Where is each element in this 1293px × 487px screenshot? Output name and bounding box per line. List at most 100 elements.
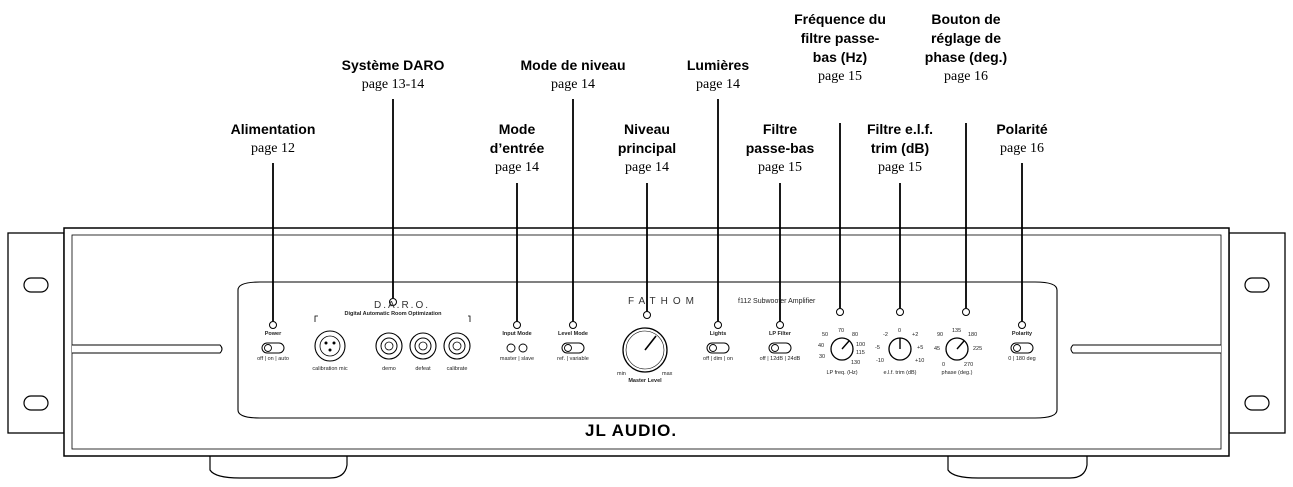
phase-tick: 180 [968, 332, 978, 338]
lp-freq-tick: 100 [856, 342, 866, 348]
phase-knob [945, 337, 969, 361]
elf-trim-tick: +10 [915, 358, 925, 364]
callout-title-line2: réglage de [930, 30, 1002, 46]
callout-master-level: Niveau principal page 14 [597, 120, 697, 177]
lights-led [714, 321, 722, 329]
defeat-label: defeat [415, 366, 431, 372]
phase-tick: 270 [964, 362, 974, 368]
callout-title-line2: d’entrée [489, 140, 545, 156]
callout-title-line3: phase (deg.) [924, 49, 1008, 65]
calibration-mic-jack [314, 330, 346, 362]
left-foot [209, 454, 348, 479]
power-led [269, 321, 277, 329]
callout-page: page 13-14 [361, 77, 425, 92]
phase-tick: 0 [942, 362, 946, 368]
callout-title-line2: passe-bas [745, 140, 815, 156]
callout-daro: Système DARO page 13-14 [318, 56, 468, 94]
phase-tick: 135 [952, 328, 962, 334]
master-level-knob [622, 327, 668, 373]
lp-filter-switch [768, 342, 792, 354]
lp-freq-tick: 115 [856, 350, 865, 356]
calibration-mic-label: calibration mic [312, 366, 348, 372]
callout-lp-freq: Fréquence du filtre passe- bas (Hz) page… [780, 10, 900, 86]
callout-level-mode: Mode de niveau page 14 [498, 56, 648, 94]
elf-trim-tick: -5 [875, 345, 880, 351]
lp-freq-tick: 30 [819, 354, 826, 360]
callout-elf-trim: Filtre e.l.f. trim (dB) page 15 [845, 120, 955, 177]
daro-caption: Digital Automatic Room Optimization [318, 311, 468, 317]
power-label: Power [264, 331, 282, 337]
lp-freq-tick: 130 [851, 360, 861, 366]
master-level-label: Master Level [628, 378, 662, 384]
callout-title-line1: Fréquence du [794, 11, 886, 27]
elf-trim-knob [888, 337, 912, 361]
phase-label: phase (deg.) [941, 370, 973, 376]
lp-freq-tick: 50 [822, 332, 829, 338]
demo-label: demo [382, 366, 396, 372]
callout-title: Alimentation [230, 121, 316, 137]
daro-led [389, 298, 397, 306]
lights-switch [706, 342, 730, 354]
lp-filter-positions: off | 12dB | 24dB [759, 356, 801, 362]
left-rack-hole-bottom [23, 395, 49, 411]
polarity-switch [1010, 342, 1034, 354]
callout-page: page 12 [251, 141, 295, 156]
elf-trim-tick: 0 [898, 328, 902, 334]
right-rack-hole-top [1244, 277, 1270, 293]
polarity-label: Polarity [1011, 331, 1033, 337]
callout-title-line1: Niveau [624, 121, 670, 137]
phase-tick: 225 [973, 346, 983, 352]
callout-page: page 14 [696, 77, 740, 92]
lp-filter-label: LP Filter [769, 331, 791, 337]
callout-title-line2: filtre passe- [800, 30, 880, 46]
level-mode-positions: ref. | variable [557, 356, 589, 362]
callout-title: Système DARO [341, 57, 445, 73]
callout-title: Polarité [996, 121, 1048, 137]
lp-freq-tick: 40 [818, 343, 825, 349]
callout-title-line2: trim (dB) [870, 140, 930, 156]
callout-polarity: Polarité page 16 [967, 120, 1077, 158]
phase-tick: 90 [937, 332, 944, 338]
callout-page: page 14 [625, 160, 669, 175]
elf-trim-tick: -10 [876, 358, 884, 364]
elf-trim-tick: +2 [912, 332, 919, 338]
callout-lp-filter: Filtre passe-bas page 15 [730, 120, 830, 177]
callout-title-line1: Filtre e.l.f. [866, 121, 934, 137]
power-positions: off | on | auto [257, 356, 289, 362]
callout-page: page 14 [551, 77, 595, 92]
callout-title-line1: Bouton de [931, 11, 1001, 27]
elf-trim-tick: +5 [917, 345, 924, 351]
defeat-button [409, 332, 437, 360]
fathom-logo: FATHOM [628, 296, 699, 307]
level-mode-switch [561, 342, 585, 354]
elf-trim-label: e.l.f. trim (dB) [883, 370, 917, 376]
lp-freq-knob [830, 337, 854, 361]
right-slot [1070, 344, 1221, 354]
callout-page: page 14 [495, 160, 539, 175]
callout-lights: Lumières page 14 [668, 56, 768, 94]
level-mode-led [569, 321, 577, 329]
calibrate-button [443, 332, 471, 360]
callout-input-mode: Mode d’entrée page 14 [467, 120, 567, 177]
level-mode-label: Level Mode [558, 331, 588, 337]
lp-freq-tick: 80 [852, 332, 859, 338]
phase-led [962, 308, 970, 316]
callout-page: page 15 [818, 69, 862, 84]
input-mode-label: Input Mode [502, 331, 532, 337]
callout-phase: Bouton de réglage de phase (deg.) page 1… [906, 10, 1026, 86]
master-level-led [643, 311, 651, 319]
elf-trim-led [896, 308, 904, 316]
callout-page: page 16 [1000, 141, 1044, 156]
power-switch [261, 342, 285, 354]
jl-audio-logo: JL AUDIO. [585, 421, 678, 440]
callout-page: page 15 [758, 160, 802, 175]
right-foot [947, 454, 1088, 479]
polarity-positions: 0 | 180 deg [1008, 356, 1036, 362]
lights-positions: off | dim | on [703, 356, 733, 362]
left-rack-hole-top [23, 277, 49, 293]
lights-label: Lights [709, 331, 727, 337]
lp-freq-led [836, 308, 844, 316]
callout-title-line2: principal [617, 140, 677, 156]
callout-title-line3: bas (Hz) [812, 49, 868, 65]
